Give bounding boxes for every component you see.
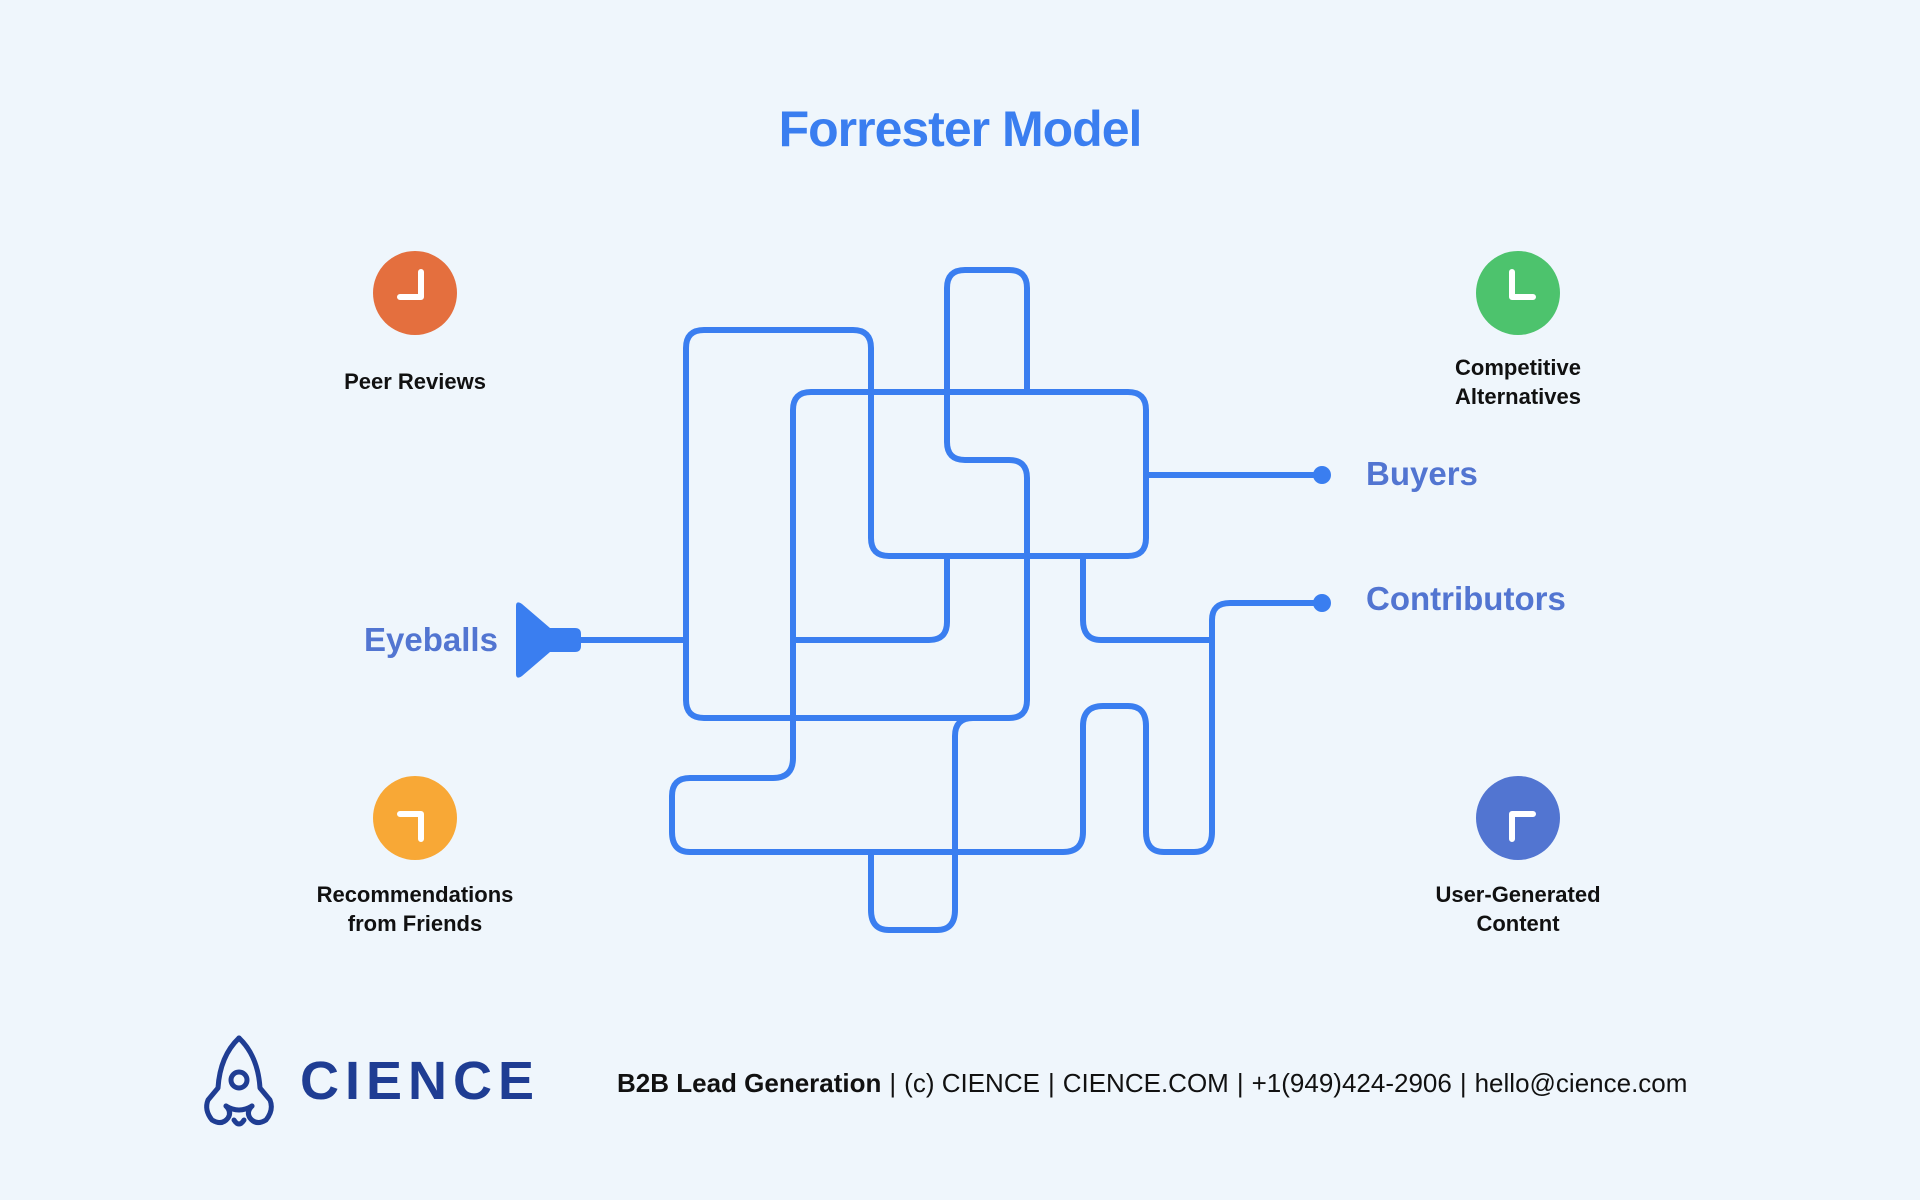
maze-lower-connector-b	[1080, 553, 1215, 643]
peer-reviews-label-line: Peer Reviews	[344, 369, 486, 394]
footer-separator: |	[1236, 1068, 1244, 1098]
recommendations-label-line-1: Recommendations	[316, 882, 514, 907]
cience-logo-text: CIENCE	[300, 1051, 541, 1111]
footer-copyright: (c) CIENCE	[904, 1068, 1040, 1098]
peer-reviews-label: Peer Reviews	[265, 367, 565, 396]
contributors-endpoint-dot	[1313, 594, 1331, 612]
footer-tagline: B2B Lead Generation	[617, 1068, 882, 1098]
buyers-label: Buyers	[1366, 455, 1478, 492]
footer-phone[interactable]: +1(949)424-2906	[1251, 1068, 1452, 1098]
maze-outer-loop	[669, 327, 1323, 855]
user-generated-content-label-line-1: User-Generated	[1435, 882, 1601, 907]
contributors-label: Contributors	[1366, 580, 1566, 617]
peer-reviews-clock-icon	[373, 251, 457, 335]
funnel-icon	[516, 602, 581, 678]
maze-bottom-loop	[868, 715, 976, 933]
user-generated-content-label-line-2: Content	[1476, 911, 1560, 936]
buyers-endpoint-dot	[1313, 466, 1331, 484]
user-generated-content-clock-icon	[1476, 776, 1560, 860]
footer-separator: |	[1047, 1068, 1055, 1098]
footer-website[interactable]: CIENCE.COM	[1062, 1068, 1229, 1098]
competitive-alternatives-label-line-1: Competitive	[1455, 355, 1581, 380]
footer-separator: |	[889, 1068, 897, 1098]
maze-lower-connector-a	[790, 553, 950, 643]
competitive-alternatives-label: Competitive Alternatives	[1368, 353, 1668, 411]
rocket-icon	[204, 1035, 274, 1127]
page-title: Forrester Model	[778, 101, 1143, 157]
recommendations-clock-icon	[373, 776, 457, 860]
competitive-alternatives-label-line-2: Alternatives	[1455, 384, 1581, 409]
eyeballs-label: Eyeballs	[364, 621, 498, 658]
user-generated-content-label: User-Generated Content	[1368, 880, 1668, 938]
recommendations-label: Recommendations from Friends	[265, 880, 565, 938]
maze-top-loop	[683, 267, 1030, 721]
footer-email[interactable]: hello@cience.com	[1474, 1068, 1688, 1098]
footer-separator: |	[1459, 1068, 1467, 1098]
competitive-alternatives-clock-icon	[1476, 251, 1560, 335]
recommendations-label-line-2: from Friends	[347, 911, 483, 936]
footer: B2B Lead Generation|(c) CIENCE|CIENCE.CO…	[617, 1068, 1687, 1099]
